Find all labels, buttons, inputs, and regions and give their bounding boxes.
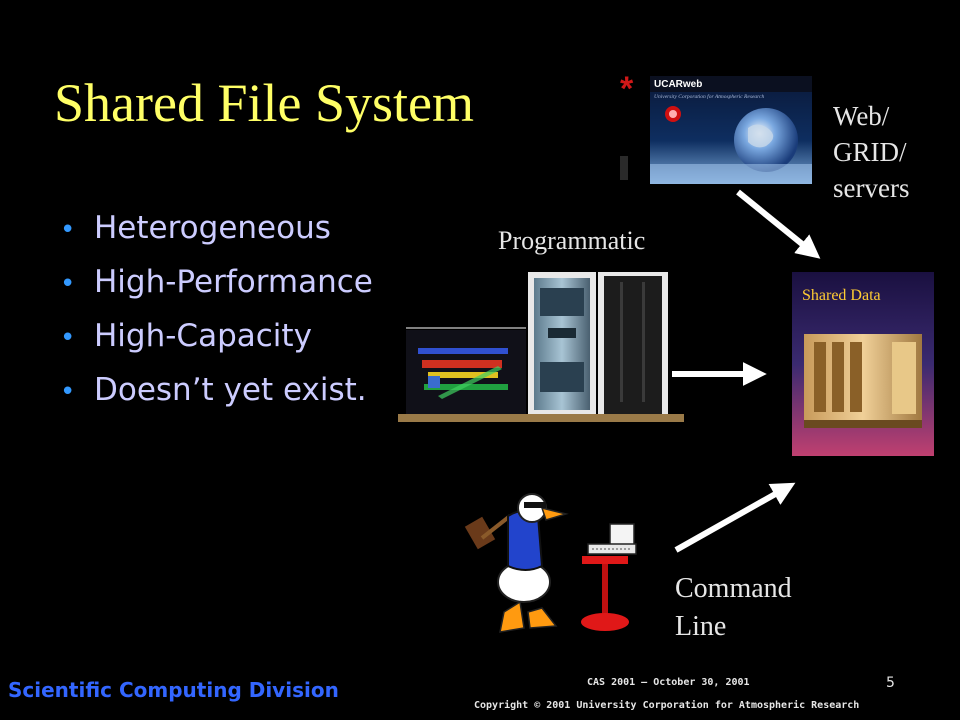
bullet-text: Doesn’t yet exist. <box>94 372 367 408</box>
footer-event: CAS 2001 — October 30, 2001 <box>587 677 750 688</box>
bullet-dot-icon: • <box>60 377 76 407</box>
slide-title: Shared File System <box>54 73 474 133</box>
programmatic-hardware-group <box>398 272 684 422</box>
ucar-logo-caption: University Corporation for Atmospheric R… <box>654 93 765 100</box>
footer-copyright: Copyright © 2001 University Corporation … <box>474 700 860 711</box>
bullet-text: High-Capacity <box>94 318 312 354</box>
bullet-dot-icon: • <box>60 215 76 245</box>
command-line-duck-terminal-icon <box>464 493 637 633</box>
bullet-item: • High-Performance <box>60 260 373 314</box>
bullet-list: • Heterogeneous • High-Performance • High-C… <box>60 206 373 422</box>
page-number: 5 <box>886 675 895 691</box>
footer-division: Scientific Computing Division <box>8 678 339 702</box>
bullet-dot-icon: • <box>60 323 76 353</box>
arrow-web-to-shared-data <box>736 189 821 259</box>
bullet-text: Heterogeneous <box>94 210 331 246</box>
ucar-web-screenshot: UCARweb University Corporation for Atmos… <box>620 72 812 184</box>
bullet-item: • Doesn’t yet exist. <box>60 368 373 422</box>
command-line-label: Command Line <box>675 573 792 642</box>
bullet-dot-icon: • <box>60 269 76 299</box>
bullet-text: High-Performance <box>94 264 373 300</box>
bullet-item: • Heterogeneous <box>60 206 373 260</box>
shared-data-label: Shared Data <box>802 287 881 304</box>
shared-data-storage: Shared Data <box>792 272 934 456</box>
programmatic-label: Programmatic <box>498 226 646 255</box>
svg-text:*: * <box>620 72 634 108</box>
web-grid-servers-label: Web/ GRID/ servers <box>833 101 910 203</box>
ucar-logo-text: UCARweb <box>654 79 702 90</box>
bullet-item: • High-Capacity <box>60 314 373 368</box>
arrow-command-line-to-shared-data <box>674 482 796 553</box>
